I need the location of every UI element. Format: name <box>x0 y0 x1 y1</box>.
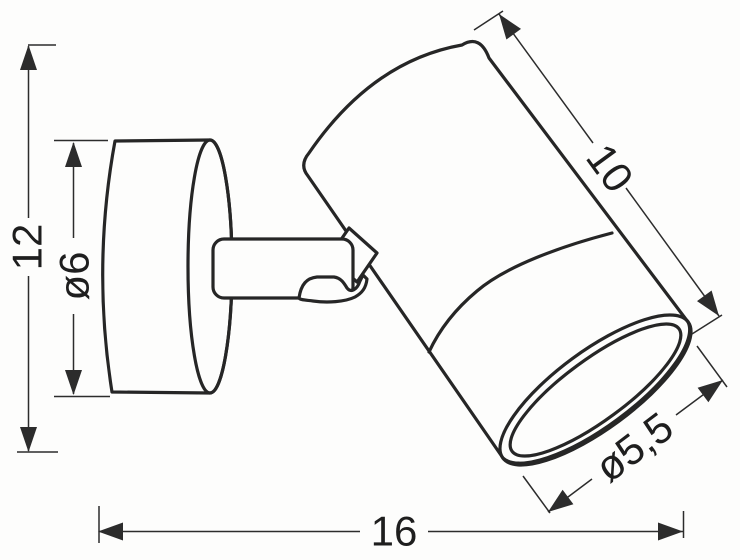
arrowhead-lower <box>697 290 719 316</box>
joint-hook <box>297 273 369 304</box>
dimension-base-diameter: ø6 <box>51 139 110 398</box>
shade-interior-edge <box>427 231 614 354</box>
dimension-line <box>498 13 594 144</box>
shade-rim-outer <box>498 313 693 467</box>
arrowhead-up <box>65 142 82 167</box>
extension-tick <box>691 314 723 335</box>
arrowhead-up <box>20 45 37 70</box>
extension-tick <box>473 10 504 31</box>
arrowhead-left <box>98 522 123 541</box>
lamp-shade-cylinder <box>302 40 693 467</box>
arrowhead-right <box>658 522 683 541</box>
dimension-overall-width: 16 <box>98 506 685 555</box>
dimension-label-overall-width: 16 <box>371 508 418 555</box>
dimension-label-base-diameter: ø6 <box>51 251 98 300</box>
shade-rim-inner <box>508 322 683 458</box>
dimension-label-overall-height: 12 <box>4 224 51 271</box>
arrowhead-upper-right <box>697 380 723 403</box>
arrowhead-upper <box>499 14 521 40</box>
arrowhead-lower-left <box>548 489 574 512</box>
dimension-overall-height: 12 <box>4 44 58 453</box>
arrowhead-down <box>65 370 82 395</box>
arrowhead-down <box>20 427 37 452</box>
extension-tick <box>522 475 551 514</box>
dimension-line <box>625 187 720 317</box>
